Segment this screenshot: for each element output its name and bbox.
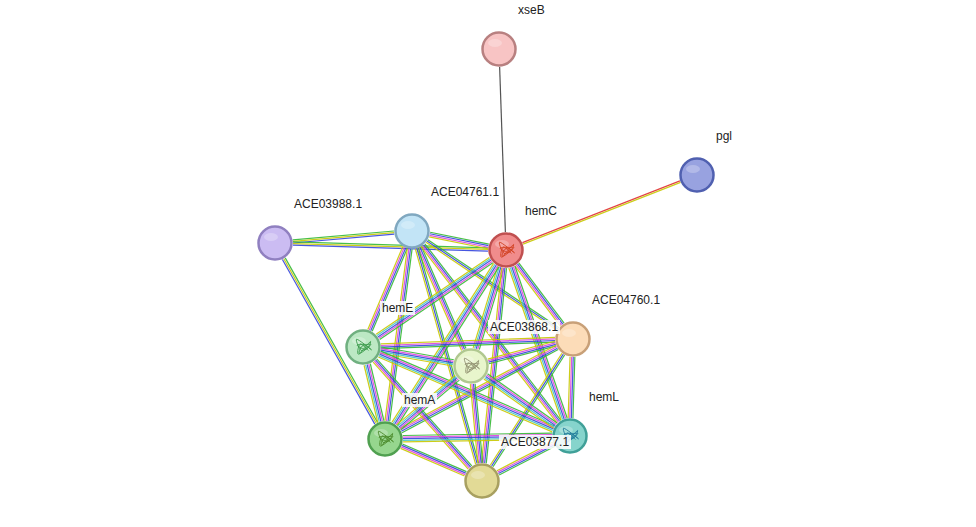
evidence-line [397, 375, 456, 425]
node-circle [367, 421, 403, 457]
evidence-line [381, 337, 555, 344]
evidence-line [499, 446, 555, 475]
node-label: hemC [523, 204, 559, 218]
node-label: ACE04760.1 [590, 293, 662, 307]
interaction-edge [364, 364, 384, 422]
evidence-line [523, 182, 680, 244]
evidence-line [380, 353, 554, 428]
evidence-line [498, 445, 554, 474]
node-circle [555, 321, 591, 357]
node-label: hemE [380, 301, 415, 315]
evidence-line [284, 259, 376, 424]
protein-node: ACE03988.1 [257, 225, 293, 261]
evidence-line [430, 234, 489, 246]
evidence-line [402, 445, 466, 473]
interaction-edge [401, 444, 467, 476]
evidence-line [522, 181, 679, 243]
node-circle [481, 31, 517, 67]
evidence-line [367, 365, 381, 422]
interaction-edge [484, 374, 557, 428]
node-label: ACE03877.1 [499, 435, 571, 449]
evidence-line [430, 232, 489, 244]
evidence-line [293, 245, 488, 251]
protein-node: hemC [488, 232, 524, 268]
interaction-edge [500, 67, 506, 232]
evidence-line [400, 379, 459, 429]
node-circle [488, 232, 524, 268]
evidence-line [379, 261, 492, 338]
protein-node: pgl [679, 157, 715, 193]
protein-node: hemA [367, 421, 403, 457]
evidence-line [488, 343, 555, 361]
evidence-line [381, 339, 555, 346]
node-label: ACE04761.1 [429, 185, 501, 199]
node-label: pgl [714, 129, 734, 143]
evidence-line [568, 357, 570, 418]
node-label: ACE03868.1 [488, 320, 560, 334]
evidence-line [368, 247, 403, 330]
interaction-edge [397, 375, 460, 430]
node-label: ACE03988.1 [292, 197, 364, 211]
evidence-line [488, 374, 558, 423]
interaction-edge [378, 351, 554, 432]
protein-node: ACE03877.1 [464, 463, 500, 499]
evidence-line [401, 447, 465, 475]
evidence-line [470, 384, 478, 463]
interaction-edge [470, 384, 482, 464]
evidence-line [487, 375, 557, 424]
node-circle [394, 213, 430, 249]
evidence-line [398, 376, 457, 426]
evidence-line [369, 247, 404, 330]
node-label: xseB [516, 3, 547, 17]
interaction-edge [293, 231, 394, 243]
interaction-edge [381, 337, 555, 348]
evidence-line [379, 356, 553, 431]
interaction-edge [282, 258, 377, 424]
node-circle [453, 348, 489, 384]
evidence-line [380, 263, 493, 340]
evidence-line [366, 365, 380, 422]
evidence-line [402, 444, 466, 472]
interaction-edge [522, 181, 680, 244]
protein-node: xseB [481, 31, 517, 67]
evidence-line [484, 379, 554, 428]
evidence-line [486, 376, 556, 425]
protein-node: ACE04761.1 [394, 213, 430, 249]
protein-node: ACE03868.1 [453, 348, 489, 384]
interaction-edge [515, 263, 564, 326]
evidence-line [401, 380, 460, 430]
protein-node: hemE [345, 329, 381, 365]
node-circle [464, 463, 500, 499]
evidence-line [285, 258, 377, 423]
node-circle [345, 329, 381, 365]
evidence-line [421, 247, 466, 349]
evidence-line [401, 448, 465, 476]
evidence-line [293, 234, 394, 243]
evidence-line [519, 263, 564, 323]
evidence-line [381, 351, 555, 426]
evidence-line [429, 235, 488, 247]
node-circle [679, 157, 715, 193]
evidence-line [282, 259, 374, 424]
evidence-line [399, 378, 458, 428]
node-label: hemA [402, 393, 437, 407]
evidence-line [364, 365, 378, 422]
evidence-line [500, 67, 506, 232]
evidence-line [293, 233, 394, 242]
interaction-edge [568, 357, 575, 418]
node-circle [257, 225, 293, 261]
node-label: hemL [587, 390, 621, 404]
evidence-line [381, 340, 555, 347]
evidence-line [378, 260, 491, 337]
evidence-line [485, 378, 555, 427]
protein-node: ACE04760.1 [555, 321, 591, 357]
evidence-line [472, 384, 480, 463]
